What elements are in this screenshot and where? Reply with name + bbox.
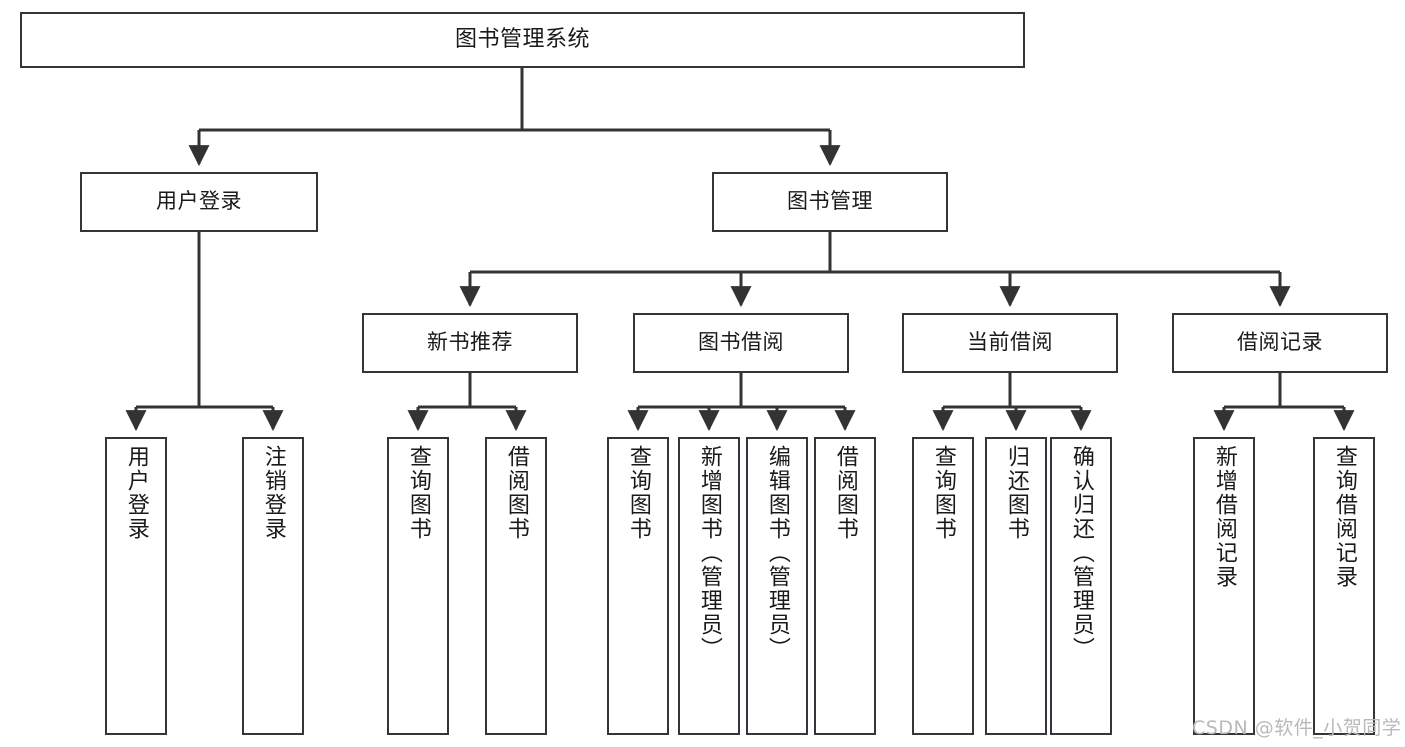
node-leaf-add-record[interactable]: 新增借阅记录	[1193, 437, 1255, 735]
node-leaf-add-book[interactable]: 新增图书（管理员）	[678, 437, 740, 735]
node-leaf-user-login[interactable]: 用户登录	[105, 437, 167, 735]
node-label: 用户登录	[123, 445, 149, 541]
node-leaf-borrow-book-rec[interactable]: 借阅图书	[485, 437, 547, 735]
node-book-manage[interactable]: 图书管理	[712, 172, 948, 232]
node-label: 查询图书	[405, 445, 431, 541]
node-label: 当前借阅	[967, 330, 1053, 355]
node-label: 编辑图书（管理员）	[764, 445, 790, 661]
node-label: 查询图书	[930, 445, 956, 541]
node-label: 新书推荐	[427, 330, 513, 355]
node-label: 图书借阅	[698, 330, 784, 355]
node-user-login[interactable]: 用户登录	[80, 172, 318, 232]
node-label: 查询图书	[625, 445, 651, 541]
node-leaf-user-logout[interactable]: 注销登录	[242, 437, 304, 735]
node-leaf-query-book-rec[interactable]: 查询图书	[387, 437, 449, 735]
node-label: 新增借阅记录	[1211, 445, 1237, 589]
node-leaf-query-book-cur[interactable]: 查询图书	[912, 437, 974, 735]
node-new-book-rec[interactable]: 新书推荐	[362, 313, 578, 373]
node-leaf-confirm-return[interactable]: 确认归还（管理员）	[1050, 437, 1112, 735]
node-label: 借阅记录	[1237, 330, 1323, 355]
node-root-root[interactable]: 图书管理系统	[20, 12, 1025, 68]
csdn-watermark: CSDN @软件_小贺同学	[1192, 717, 1402, 739]
node-leaf-edit-book[interactable]: 编辑图书（管理员）	[746, 437, 808, 735]
node-book-borrow[interactable]: 图书借阅	[633, 313, 849, 373]
node-label: 图书管理系统	[454, 26, 590, 52]
node-label: 查询借阅记录	[1331, 445, 1357, 589]
node-leaf-query-record[interactable]: 查询借阅记录	[1313, 437, 1375, 735]
node-label: 用户登录	[156, 189, 242, 214]
node-label: 借阅图书	[832, 445, 858, 541]
node-label: 借阅图书	[503, 445, 529, 541]
node-leaf-return-book[interactable]: 归还图书	[985, 437, 1047, 735]
node-leaf-query-book[interactable]: 查询图书	[607, 437, 669, 735]
node-label: 归还图书	[1003, 445, 1029, 541]
node-label: 图书管理	[787, 189, 873, 214]
node-label: 确认归还（管理员）	[1068, 445, 1094, 661]
node-leaf-borrow-book[interactable]: 借阅图书	[814, 437, 876, 735]
node-current-borrow[interactable]: 当前借阅	[902, 313, 1118, 373]
node-label: 注销登录	[260, 445, 286, 541]
node-label: 新增图书（管理员）	[696, 445, 722, 661]
node-borrow-record[interactable]: 借阅记录	[1172, 313, 1388, 373]
